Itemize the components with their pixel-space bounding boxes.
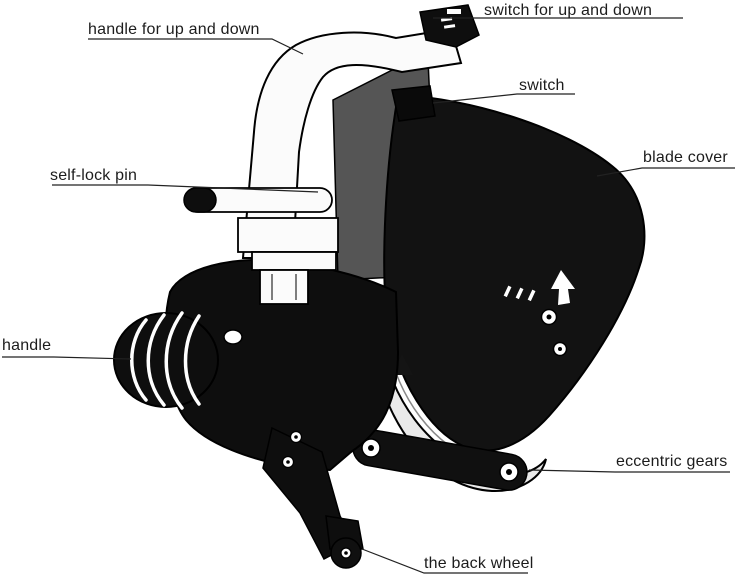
- knob-shaft-cap: [223, 329, 243, 345]
- leader-self-lock-pin: [52, 184, 319, 193]
- label-switch-up-down: switch for up and down: [484, 2, 653, 19]
- trigger-switch-shape: [391, 85, 436, 122]
- front-knob-handle: [113, 311, 254, 410]
- leader-eccentric-gears: [528, 469, 730, 473]
- self-lock-pin-assembly: [183, 187, 339, 305]
- leader-back-wheel: [361, 548, 528, 574]
- eccentric-gears-roller: [352, 429, 528, 491]
- leader-lines: [2, 17, 735, 574]
- label-switch: switch: [519, 77, 565, 94]
- screw-icons-cover: [540, 308, 568, 357]
- label-self-lock-pin: self-lock pin: [50, 167, 138, 184]
- leader-handle-up-down: [88, 38, 304, 55]
- label-back-wheel: the back wheel: [424, 555, 534, 572]
- label-handle: handle: [2, 337, 52, 354]
- leader-handle: [2, 356, 132, 360]
- leader-switch: [432, 93, 575, 104]
- knob-grip-ridges: [130, 311, 201, 410]
- up-down-switch-cap: [419, 4, 480, 48]
- label-handle-up-down: handle for up and down: [88, 21, 260, 38]
- blade-cover-shape: [383, 93, 646, 452]
- label-eccentric-gears: eccentric gears: [616, 453, 728, 470]
- scale-marks: [503, 285, 536, 302]
- arrow-up-icon: [551, 270, 575, 305]
- back-wheel-shape: [325, 515, 364, 569]
- label-blade-cover: blade cover: [643, 149, 728, 166]
- leader-blade-cover: [596, 167, 735, 177]
- lift-handle-shape: [241, 27, 463, 259]
